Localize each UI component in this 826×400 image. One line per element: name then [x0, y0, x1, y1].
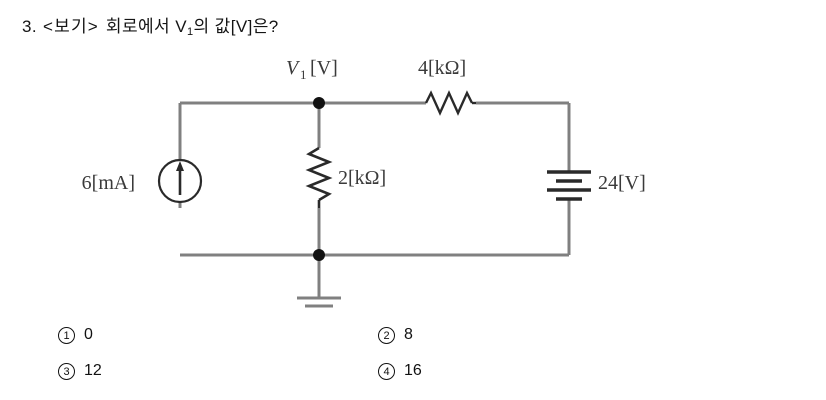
answer-marker-2: 2	[378, 326, 395, 344]
answer-choices: 1 0 2 8 3 12 4 16	[0, 326, 826, 400]
node-voltage-unit: [V]	[310, 57, 338, 79]
answer-marker-4: 4	[378, 362, 395, 380]
answer-option-2[interactable]: 2 8	[378, 326, 413, 344]
question-symbol: V1	[175, 17, 194, 38]
node-voltage-label: V 1 [V]	[286, 57, 338, 82]
question-reference-tag: <보기>	[42, 17, 99, 36]
series-resistor-label: 4[kΩ]	[418, 57, 466, 79]
junction-dot-bottom	[313, 249, 325, 261]
battery-symbol	[547, 170, 591, 201]
question-text: 3. <보기> 회로에서 V1의 값[V]은?	[22, 12, 279, 38]
circuit-diagram: 6[mA] 2[kΩ] 4[kΩ] 24[V]	[0, 48, 826, 316]
answer-option-3[interactable]: 3 12	[58, 362, 102, 380]
answer-option-1[interactable]: 1 0	[58, 326, 93, 344]
question-tail: 의 값[V]은?	[193, 17, 279, 36]
question-symbol-letter: V	[175, 17, 187, 36]
current-source-symbol	[157, 158, 203, 204]
answer-marker-3: 3	[58, 362, 75, 380]
answer-value-2: 8	[404, 326, 413, 343]
circuit-svg: 6[mA] 2[kΩ] 4[kΩ] 24[V]	[82, 57, 646, 316]
ground-symbol	[297, 296, 341, 316]
answer-value-3: 12	[84, 362, 102, 379]
answer-value-1: 0	[84, 326, 93, 343]
battery-label: 24[V]	[598, 172, 646, 194]
current-source-arrow-head	[176, 161, 184, 171]
answer-marker-1: 1	[58, 326, 75, 344]
junction-dot-top	[313, 97, 325, 109]
question-number: 3.	[22, 17, 37, 36]
question-symbol-subscript: 1	[186, 26, 194, 38]
node-voltage-subscript: 1	[300, 67, 307, 82]
current-source-label: 6[mA]	[82, 172, 135, 194]
shunt-resistor-symbol	[305, 146, 333, 208]
series-resistor-zigzag	[424, 90, 474, 116]
answer-option-4[interactable]: 4 16	[378, 362, 422, 380]
question-body: 회로에서	[105, 17, 171, 36]
answer-value-4: 16	[404, 362, 422, 379]
shunt-resistor-label: 2[kΩ]	[338, 167, 386, 189]
node-voltage-symbol: V	[286, 57, 301, 79]
shunt-resistor-zigzag	[305, 146, 333, 202]
series-resistor-symbol	[424, 90, 476, 116]
